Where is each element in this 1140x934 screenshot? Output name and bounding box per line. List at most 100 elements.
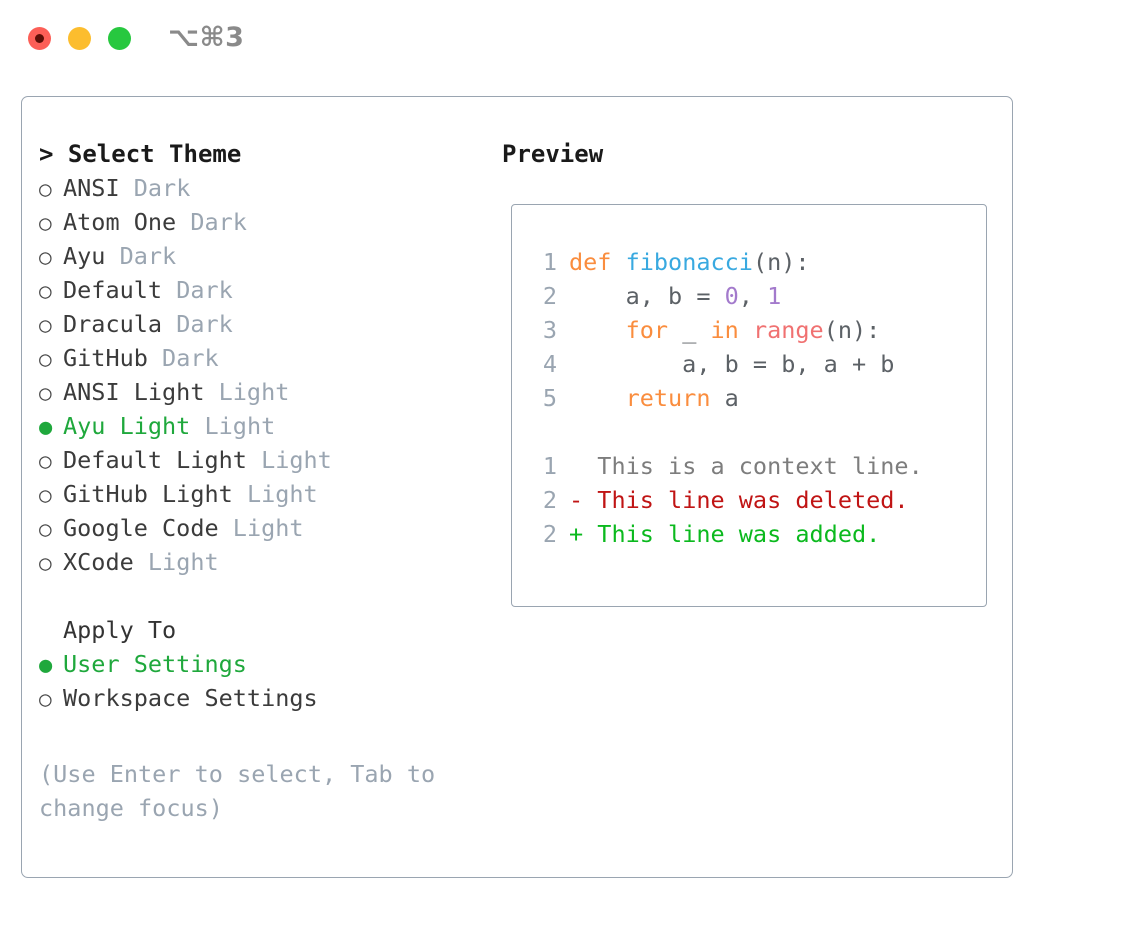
code-token: def	[569, 248, 612, 276]
code-line-number: 5	[542, 384, 557, 412]
theme-list-item[interactable]: ○ Google Code Light	[39, 511, 489, 545]
theme-name: ANSI Light	[63, 378, 205, 406]
code-token: _	[668, 316, 711, 344]
diff-line-text: This is a context line.	[583, 452, 923, 480]
list-spacer	[39, 579, 489, 613]
theme-list-item[interactable]: ○Atom One Dark	[39, 205, 489, 239]
theme-variant-badge: Light	[261, 446, 332, 474]
code-token: a, b =	[569, 282, 725, 310]
code-token: range	[752, 316, 824, 344]
code-line-number: 3	[542, 316, 557, 344]
theme-variant-badge: Dark	[176, 310, 233, 338]
apply-to-heading: Apply To	[39, 613, 489, 647]
theme-variant-badge: Dark	[119, 242, 177, 270]
theme-variant-badge: Light	[147, 548, 219, 576]
radio-selected-icon: ●	[39, 415, 53, 440]
radio-unselected-icon: ○	[39, 517, 52, 541]
theme-name: GitHub	[63, 344, 148, 372]
code-token: 1	[767, 282, 782, 310]
preview-heading: Preview	[502, 140, 604, 168]
radio-unselected-icon: ○	[39, 449, 52, 473]
radio-unselected-icon: ○	[39, 551, 52, 575]
theme-list-item[interactable]: ○ Default Dark	[39, 273, 489, 307]
theme-variant-badge: Light	[232, 514, 304, 542]
code-token: (n):	[823, 316, 881, 344]
apply-to-item[interactable]: ○Workspace Settings	[39, 681, 489, 715]
title-bar: ⌥⌘3	[0, 0, 1140, 78]
theme-list-item[interactable]: ○ XCode Light	[39, 545, 489, 579]
theme-name: XCode	[63, 548, 134, 576]
theme-list-item[interactable]: ● Ayu Light Light	[39, 409, 489, 443]
code-token: a	[710, 384, 739, 412]
theme-list: ○ANSI Dark○Atom One Dark○Ayu Dark○Defaul…	[39, 171, 489, 579]
theme-name: Google Code	[63, 514, 219, 542]
code-token: a, b = b, a + b	[569, 350, 895, 378]
content-panel: > Select Theme ○ANSI Dark○Atom One Dark○…	[21, 96, 1013, 878]
radio-unselected-icon: ○	[39, 347, 52, 371]
radio-unselected-icon: ○	[39, 211, 52, 235]
theme-variant-badge: Dark	[190, 208, 247, 236]
apply-to-list: ●User Settings○Workspace Settings	[39, 647, 489, 715]
theme-name: Default Light	[63, 446, 247, 474]
code-line: 2 a, b = 0, 1	[531, 279, 978, 313]
apply-to-label: Workspace Settings	[63, 684, 318, 712]
theme-variant-badge: Light	[246, 480, 318, 508]
diff-sample-lines: 1 This is a context line. 2- This line wa…	[531, 449, 978, 551]
code-line: 5 return a	[531, 381, 978, 415]
theme-list-item[interactable]: ○ Dracula Dark	[39, 307, 489, 341]
apply-to-label: User Settings	[63, 650, 247, 678]
theme-name: Ayu	[63, 242, 106, 270]
diff-marker	[569, 452, 583, 480]
theme-list-item[interactable]: ○ ANSI Light Light	[39, 375, 489, 409]
keyboard-shortcut-label: ⌥⌘3	[168, 22, 245, 53]
diff-line-text: This line was deleted.	[583, 486, 909, 514]
theme-list-item[interactable]: ○GitHub Light Light	[39, 477, 489, 511]
theme-name: ANSI	[63, 174, 120, 202]
theme-name: Default	[63, 276, 163, 304]
code-token	[569, 384, 626, 412]
radio-unselected-icon: ○	[39, 313, 52, 337]
diff-line-number: 2	[542, 486, 557, 514]
theme-variant-badge: Light	[218, 378, 290, 406]
minimize-window-button[interactable]	[68, 27, 91, 50]
radio-unselected-icon: ○	[39, 381, 52, 405]
theme-list-item[interactable]: ○GitHub Dark	[39, 341, 489, 375]
maximize-window-button[interactable]	[108, 27, 131, 50]
code-token: in	[710, 316, 739, 344]
code-line-number: 2	[542, 282, 557, 310]
diff-marker: +	[569, 520, 584, 548]
preview-column: Preview	[502, 137, 992, 171]
theme-list-item[interactable]: ○ Ayu Dark	[39, 239, 489, 273]
diff-marker: -	[569, 486, 584, 514]
apply-to-item[interactable]: ●User Settings	[39, 647, 489, 681]
code-diff-gap	[531, 415, 978, 449]
diff-line-number: 1	[542, 452, 557, 480]
theme-name: Ayu Light	[63, 412, 191, 440]
theme-variant-badge: Light	[204, 412, 276, 440]
code-line-number: 1	[542, 248, 557, 276]
code-token	[611, 248, 625, 276]
theme-variant-badge: Dark	[176, 276, 233, 304]
code-token: for	[625, 316, 669, 344]
code-token	[739, 316, 753, 344]
theme-list-item[interactable]: ○ANSI Dark	[39, 171, 489, 205]
theme-list-item[interactable]: ○ Default Light Light	[39, 443, 489, 477]
diff-line: 1 This is a context line.	[531, 449, 978, 483]
code-token: 0	[724, 282, 739, 310]
apply-to-heading-label: Apply To	[63, 616, 177, 644]
code-token	[569, 316, 626, 344]
radio-unselected-icon: ○	[39, 279, 52, 303]
theme-name: GitHub Light	[63, 480, 233, 508]
code-line: 3 for _ in range(n):	[531, 313, 978, 347]
theme-variant-badge: Dark	[133, 174, 191, 202]
radio-unselected-icon: ○	[39, 245, 52, 269]
code-token: ,	[738, 282, 768, 310]
code-token: (n):	[752, 248, 810, 276]
code-line-number: 4	[542, 350, 557, 378]
theme-name: Dracula	[63, 310, 163, 338]
select-theme-heading: > Select Theme	[39, 140, 242, 168]
